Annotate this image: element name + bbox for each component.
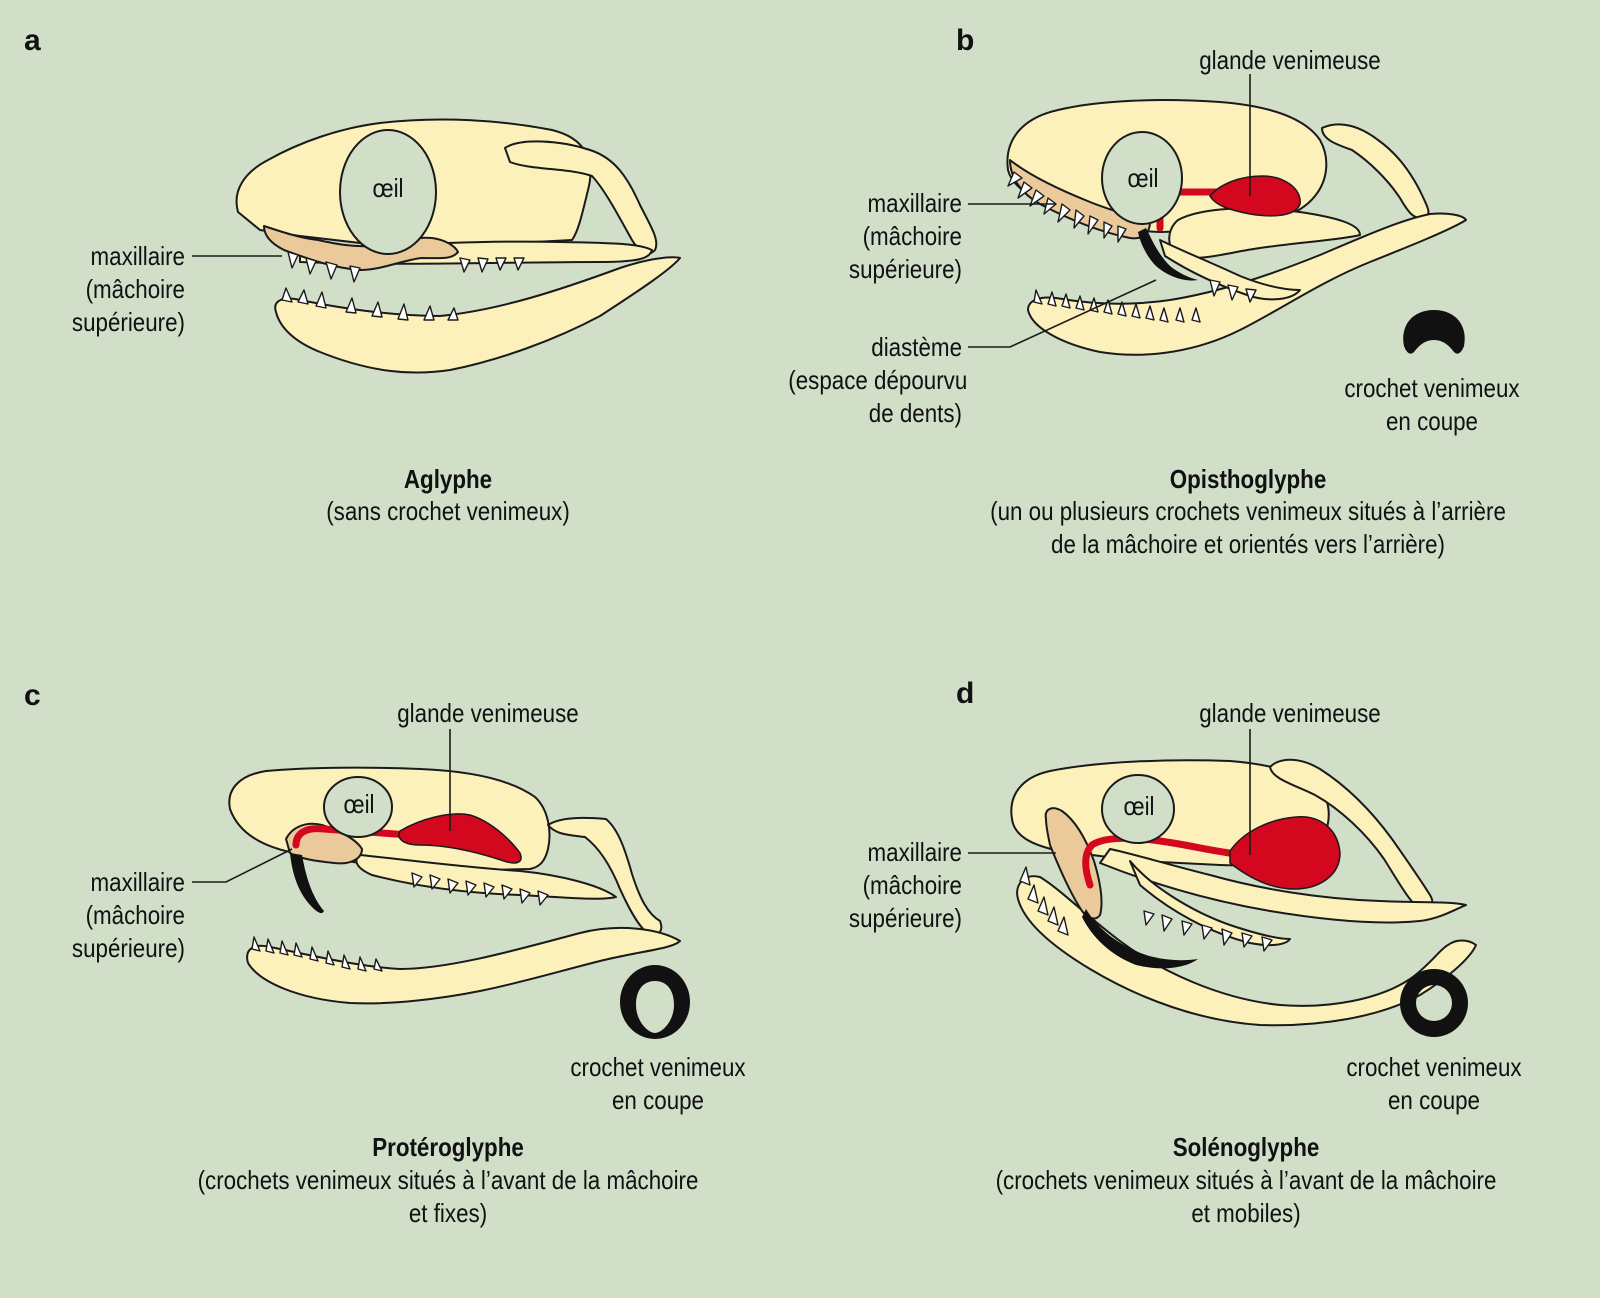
skull-solenoglyphe-drawing xyxy=(968,729,1477,1037)
eye-orbit xyxy=(1101,131,1183,225)
panel-aglyphe: a œil maxillaire (mâchoire supérieure) A… xyxy=(0,0,800,649)
eye-orbit xyxy=(1101,774,1175,844)
type-title: Opisthoglyphe xyxy=(1169,464,1327,494)
diasteme-leader-line xyxy=(968,279,1157,348)
type-title: Aglyphe xyxy=(403,464,493,494)
quadrate-bone xyxy=(547,816,663,937)
eye-orbit xyxy=(323,776,393,838)
gland-label: glande venimeuse xyxy=(1199,45,1381,75)
panel-letter: a xyxy=(24,24,41,57)
panel-opisthoglyphe: b œil glande venimeuse maxillaire (mâcho… xyxy=(788,0,1600,649)
maxillary-bone xyxy=(1044,807,1103,920)
eye-label: œil xyxy=(372,173,404,203)
cross-section-label: crochet venimeux en coupe xyxy=(570,1052,746,1115)
panel-proteroglyphe: c œil glande venimeuse maxillaire (mâcho… xyxy=(0,649,800,1298)
fang-cross-section-icon xyxy=(620,965,690,1039)
type-title: Protéroglyphe xyxy=(372,1132,524,1162)
eye-label: œil xyxy=(1127,163,1159,193)
lower-teeth xyxy=(1019,866,1069,936)
upper-teeth xyxy=(411,872,549,906)
mobile-fang xyxy=(1082,909,1198,969)
quadrate-bone xyxy=(1321,123,1430,220)
panel-letter: c xyxy=(24,679,41,712)
type-caption: (un ou plusieurs crochets venimeux situé… xyxy=(990,496,1506,559)
lower-jaw xyxy=(1016,875,1477,1027)
fang-cross-section-icon xyxy=(1403,310,1465,354)
type-caption: (crochets venimeux situés à l’avant de l… xyxy=(197,1165,699,1228)
maxillary-bone xyxy=(263,225,459,271)
upper-teeth xyxy=(1143,910,1273,952)
front-fang xyxy=(290,853,324,914)
eye-label: œil xyxy=(1123,791,1155,821)
lower-teeth xyxy=(281,287,459,321)
lower-teeth xyxy=(1033,289,1201,323)
cross-section-label: crochet venimeux en coupe xyxy=(1346,1052,1522,1115)
maxillaire-label: maxillaire (mâchoire supérieure) xyxy=(71,241,185,337)
skull-aglyphe-drawing xyxy=(192,118,681,374)
venom-gland xyxy=(1229,816,1341,890)
type-caption: (crochets venimeux situés à l’avant de l… xyxy=(995,1165,1497,1228)
venom-gland xyxy=(1209,175,1301,217)
rear-fang xyxy=(1138,228,1198,281)
gland-label: glande venimeuse xyxy=(397,698,579,728)
panel-solenoglyphe: d œil glande venimeuse maxillaire (mâcho… xyxy=(800,649,1600,1298)
maxillaire-label: maxillaire (mâchoire supérieure) xyxy=(848,837,962,933)
panel-letter: b xyxy=(956,24,975,57)
venom-duct xyxy=(292,825,414,849)
maxillaire-leader-line xyxy=(192,848,293,883)
lower-teeth xyxy=(251,936,383,972)
lower-jaw xyxy=(274,256,681,374)
fang-cross-section-icon xyxy=(1400,969,1468,1037)
panel-letter: d xyxy=(956,677,975,710)
gland-label: glande venimeuse xyxy=(1199,698,1381,728)
diasteme-label: diastème (espace dépourvu de dents) xyxy=(788,332,968,428)
upper-teeth xyxy=(287,251,525,283)
eye-label: œil xyxy=(343,789,375,819)
lower-jaw xyxy=(246,926,681,1005)
maxillaire-label: maxillaire (mâchoire supérieure) xyxy=(848,188,962,284)
pterygoid-bone xyxy=(1099,848,1467,924)
type-title: Solénoglyphe xyxy=(1172,1132,1320,1162)
type-caption: (sans crochet venimeux) xyxy=(326,496,570,526)
quadrate-bone xyxy=(504,140,658,255)
cross-section-label: crochet venimeux en coupe xyxy=(1344,373,1520,436)
eye-orbit xyxy=(339,129,437,255)
venom-gland xyxy=(398,813,522,864)
pterygoid-bone xyxy=(355,854,617,900)
upper-teeth xyxy=(1007,171,1257,303)
maxillaire-label: maxillaire (mâchoire supérieure) xyxy=(71,867,185,963)
skull-opisthoglyphe-drawing xyxy=(968,74,1467,356)
skull-proteroglyphe-drawing xyxy=(192,729,690,1039)
